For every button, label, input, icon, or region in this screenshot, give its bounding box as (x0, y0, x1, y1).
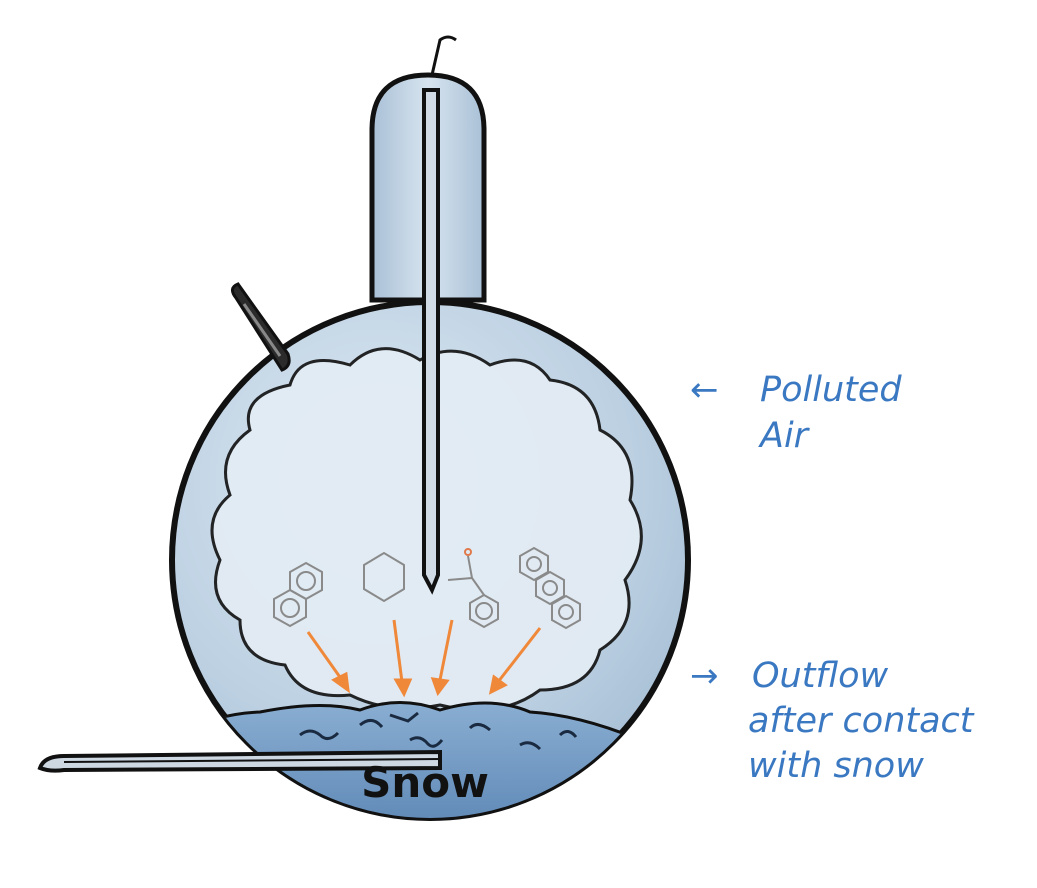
sampling-needle (422, 35, 457, 595)
polluted-air-label-line2: Air (760, 416, 809, 456)
snow-label: Snow (361, 758, 489, 807)
outflow-arrow-icon: → (690, 656, 719, 696)
acetophenone-icon (447, 548, 499, 629)
outflow-label-line1: Outflow (752, 656, 889, 696)
anthracene-icon (519, 546, 581, 630)
outflow-label-line2: after contact (748, 701, 974, 741)
outflow-label-line3: with snow (748, 746, 924, 786)
deposition-arrows (306, 619, 542, 698)
side-port (231, 282, 291, 372)
naphthalene-icon (273, 561, 323, 628)
outflow-needle (37, 749, 442, 773)
inflow-arrow-icon: ← (690, 370, 719, 410)
polluted-air-label-line1: Polluted (760, 370, 902, 410)
cyclohexane-icon (363, 551, 405, 603)
